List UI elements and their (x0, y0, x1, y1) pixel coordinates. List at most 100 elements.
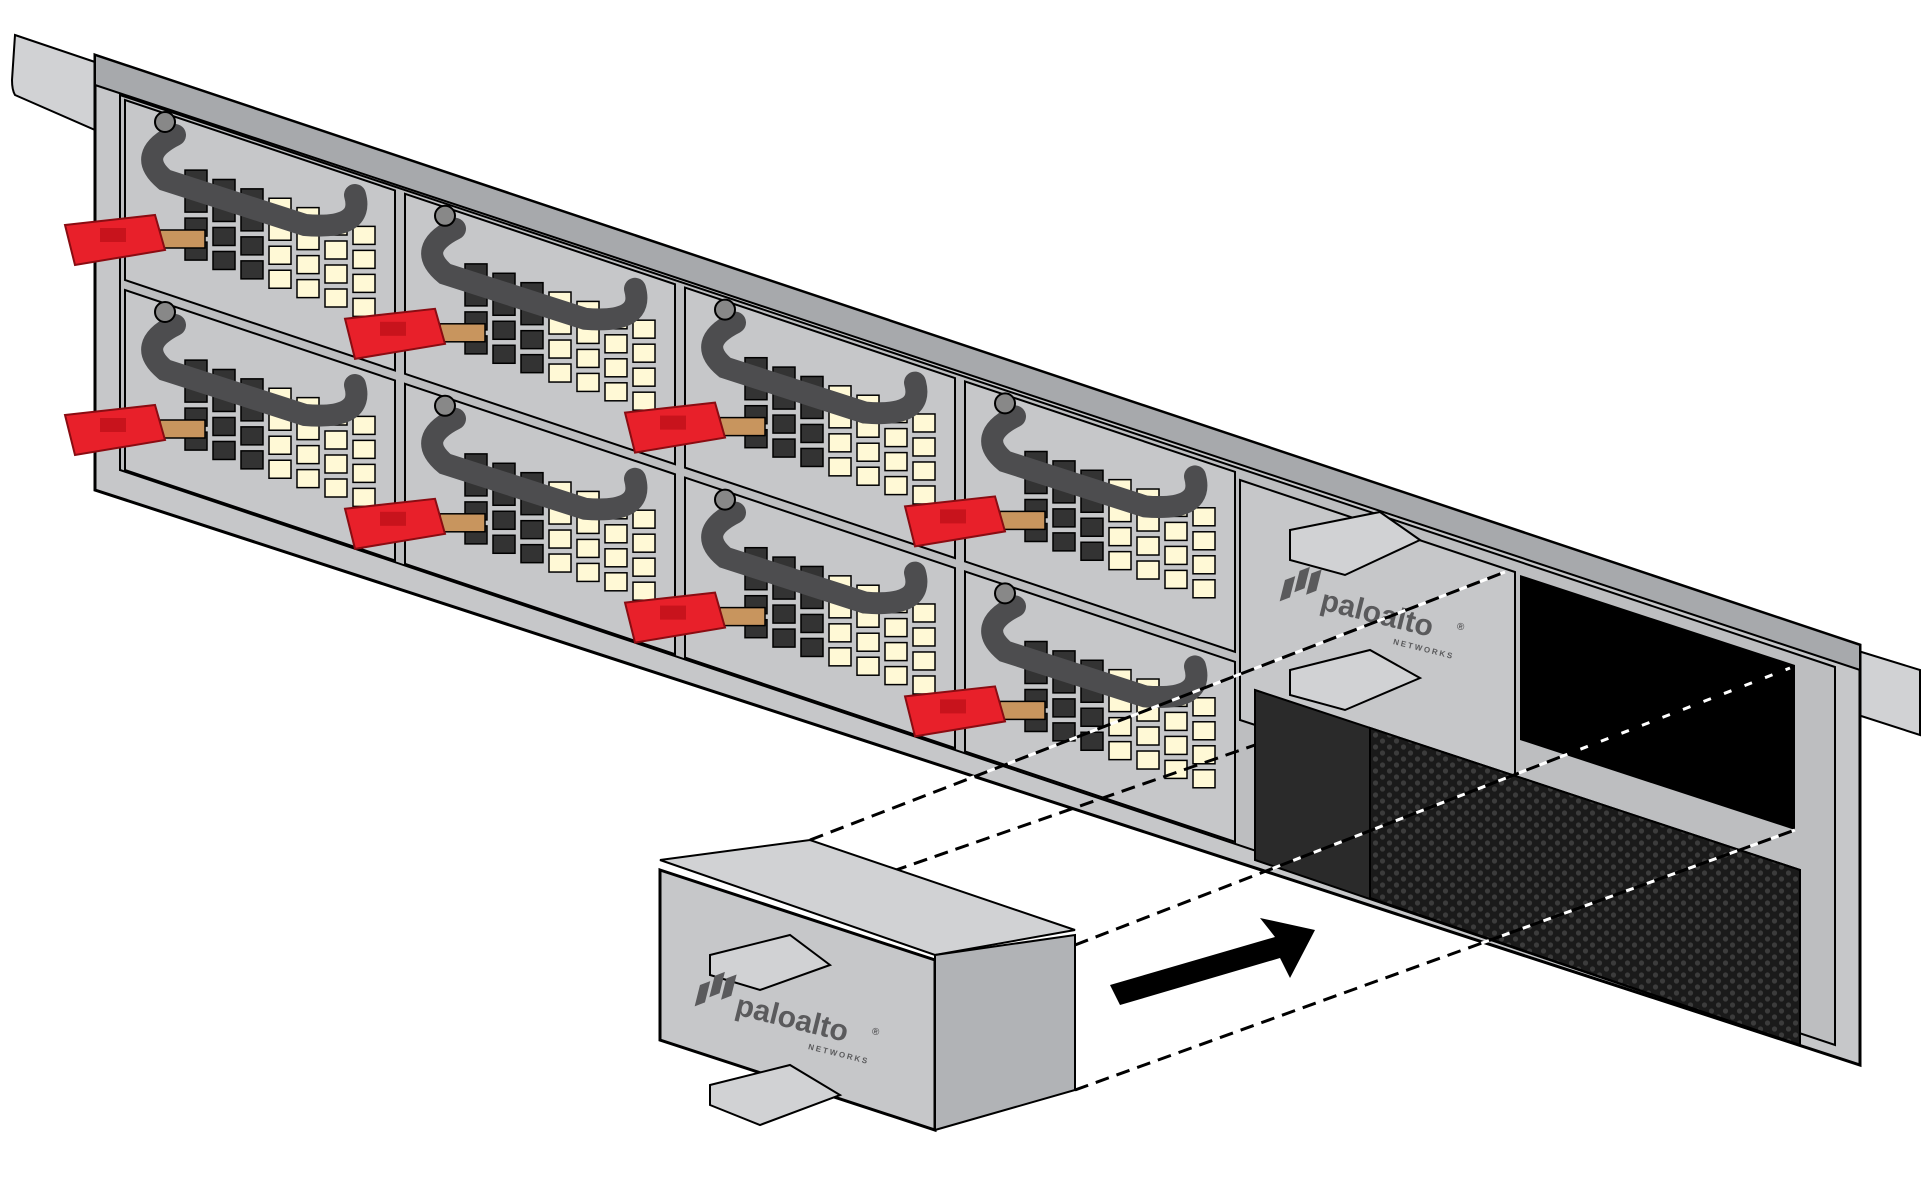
psu-vent-cell (492, 510, 516, 531)
psu-latch-tab[interactable] (999, 700, 1046, 721)
psu-vent-cell (324, 288, 348, 308)
psu-vent-cell (296, 468, 320, 489)
psu-latch-mark[interactable] (940, 509, 966, 524)
insert-direction-arrow (1110, 918, 1315, 1005)
psu-vent-cell (240, 236, 264, 256)
psu-latch-mark[interactable] (100, 418, 126, 432)
psu-vent-cell (632, 581, 656, 601)
module-side (934, 933, 1076, 1132)
psu-handle[interactable] (701, 501, 928, 615)
psu-vent-cell (1052, 508, 1076, 528)
psu-vent-cell (296, 254, 320, 275)
psu-handle[interactable] (701, 311, 928, 425)
psu-vent-cell (1136, 560, 1160, 580)
power-supply (343, 192, 676, 466)
psu-vent-cell (492, 344, 516, 365)
psu-vent-cell (240, 260, 264, 280)
psu-vent-cell (604, 358, 628, 378)
psu-vent-cell (884, 451, 908, 472)
psu-latch-tab[interactable] (439, 323, 486, 343)
psu-latch-mark[interactable] (380, 511, 406, 526)
psu-vent-cell (212, 440, 236, 461)
psu-vent-cell (324, 454, 348, 474)
psu-vent-cell (492, 534, 516, 555)
psu-latch-mark[interactable] (940, 699, 966, 714)
power-supply (343, 382, 676, 656)
psu-vent-cell (828, 623, 852, 643)
psu-latch-tab[interactable] (439, 513, 486, 533)
psu-vent-cell (772, 438, 796, 458)
psu-vent-cell (800, 613, 824, 634)
psu-vent-cell (884, 475, 908, 496)
psu-vent-cell (912, 485, 936, 505)
psu-handle[interactable] (141, 124, 368, 237)
psu-vent-cell (324, 478, 348, 498)
psu-latch-tab[interactable] (159, 419, 206, 439)
psu-vent-cell (268, 435, 292, 455)
psu-thumbscrew-icon (994, 582, 1016, 605)
psu-vent-cell (856, 442, 880, 462)
psu-vent-cell (324, 264, 348, 284)
psu-latch-tab[interactable] (999, 510, 1046, 531)
power-supply (623, 476, 956, 750)
psu-vent-cell (912, 461, 936, 481)
module-handle[interactable] (709, 933, 833, 992)
psu-vent-cell (772, 628, 796, 648)
empty-module-bay (1254, 575, 1801, 1047)
power-supply-group (63, 98, 1236, 844)
psu-vent-cell (632, 391, 656, 411)
psu-vent-cell (1080, 541, 1104, 562)
psu-vent-cell (352, 487, 376, 508)
psu-vent-cell (548, 529, 572, 549)
psu-vent-cell (856, 656, 880, 676)
psu-vent-cell (520, 353, 544, 374)
psu-vent-cell (856, 632, 880, 652)
psu-vent-cell (1192, 531, 1216, 551)
module-top (659, 838, 1076, 957)
upper-bay-opening (1520, 575, 1795, 830)
psu-vent-cell (548, 553, 572, 573)
module-logo-registered: ® (871, 1026, 881, 1039)
paloalto-logo-icon (1279, 566, 1322, 602)
psu-vent-cell (548, 363, 572, 383)
module[interactable]: paloalto ® NETWORKS (658, 838, 1076, 1133)
psu-vent-cell (1164, 569, 1188, 590)
psu-vent-cell (856, 466, 880, 486)
psu-vent-cell (1052, 698, 1076, 718)
psu-vent-cell (1080, 707, 1104, 728)
psu-vent-cell (520, 519, 544, 540)
psu-vent-cell (884, 641, 908, 662)
psu-latch-mark[interactable] (100, 228, 126, 242)
psu-thumbscrew-icon (714, 488, 736, 511)
psu-vent-cell (1108, 526, 1132, 547)
psu-handle[interactable] (421, 217, 648, 331)
chassis-logo-registered: ® (1456, 621, 1466, 634)
module-paloalto-logo-icon (694, 971, 737, 1007)
psu-latch-mark[interactable] (380, 321, 406, 336)
psu-vent-cell (1164, 735, 1188, 756)
module-pull-tab[interactable] (709, 1063, 843, 1127)
psu-handle[interactable] (981, 405, 1208, 518)
psu-vent-cell (912, 437, 936, 457)
psu-latch-mark[interactable] (660, 415, 686, 430)
psu-vent-cell (1192, 697, 1216, 717)
power-supply (63, 288, 396, 562)
chassis-top-rail (94, 53, 1861, 672)
psu-vent-cell (240, 450, 264, 470)
psu-vent-cell (212, 250, 236, 271)
psu-latch-tab[interactable] (719, 416, 766, 437)
psu-vent-cell (604, 382, 628, 402)
psu-vent-cell (1108, 550, 1132, 571)
psu-latch-tab[interactable] (159, 229, 206, 249)
psu-latch-tab[interactable] (719, 606, 766, 627)
psu-latch-mark[interactable] (660, 605, 686, 620)
psu-handle[interactable] (981, 595, 1208, 708)
psu-vent-cell (1192, 721, 1216, 741)
psu-handle[interactable] (421, 407, 648, 521)
psu-vent-cell (1080, 517, 1104, 538)
psu-thumbscrew-icon (994, 392, 1016, 415)
psu-handle[interactable] (141, 314, 368, 427)
rack-ear-left (10, 33, 96, 132)
psu-vent-cell (352, 463, 376, 484)
